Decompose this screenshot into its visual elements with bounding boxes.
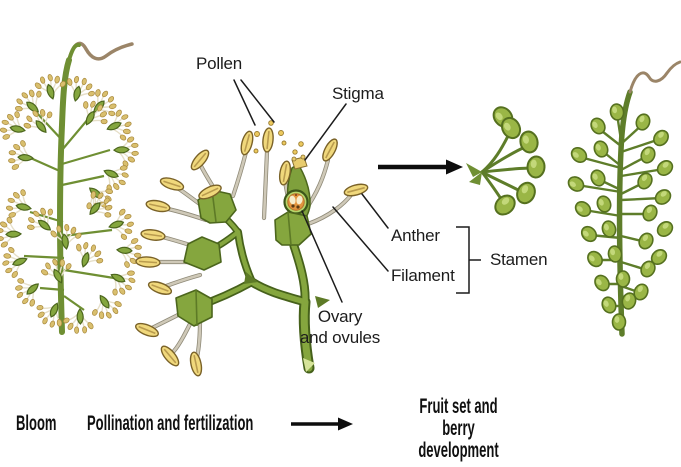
bloom-illustration bbox=[0, 41, 143, 335]
flower-stem bbox=[194, 210, 330, 374]
filament-label: Filament bbox=[391, 266, 455, 285]
fruit-set-cluster-illustration bbox=[466, 102, 547, 220]
stamen-bracket bbox=[456, 226, 481, 294]
process-arrow-icon bbox=[378, 159, 463, 175]
bloom-florets bbox=[0, 69, 143, 335]
ovary-label-line2: and ovules bbox=[299, 328, 381, 347]
leader-lines bbox=[233, 79, 389, 303]
ovary-label: Ovary and ovules bbox=[288, 306, 392, 348]
ovary-label-line1: Ovary bbox=[317, 307, 363, 326]
pistil bbox=[283, 154, 311, 223]
stamen-label: Stamen bbox=[490, 250, 548, 269]
stigma-part bbox=[291, 154, 308, 170]
tendril bbox=[628, 60, 681, 94]
pollen-label: Pollen bbox=[196, 54, 243, 73]
stage-arrow-icon bbox=[291, 417, 353, 431]
bloom-stage-label: Bloom bbox=[16, 412, 57, 435]
flower-cups bbox=[175, 189, 237, 327]
pollination-stage-label: Pollination and fertilization bbox=[87, 412, 254, 435]
pollen-grains bbox=[253, 120, 304, 155]
flower-cluster-illustration bbox=[133, 120, 370, 378]
main-flower-cup bbox=[274, 211, 312, 246]
berry-cluster-illustration bbox=[564, 60, 681, 337]
fruit-set-label-line2: berry development bbox=[418, 417, 499, 462]
fruit-set-stage-label: Fruit set and berry development bbox=[409, 396, 509, 462]
ovary-part bbox=[283, 189, 309, 215]
fruit-set-label-line1: Fruit set and bbox=[419, 395, 498, 418]
anther-label: Anther bbox=[391, 226, 440, 245]
stigma-label: Stigma bbox=[332, 84, 384, 103]
